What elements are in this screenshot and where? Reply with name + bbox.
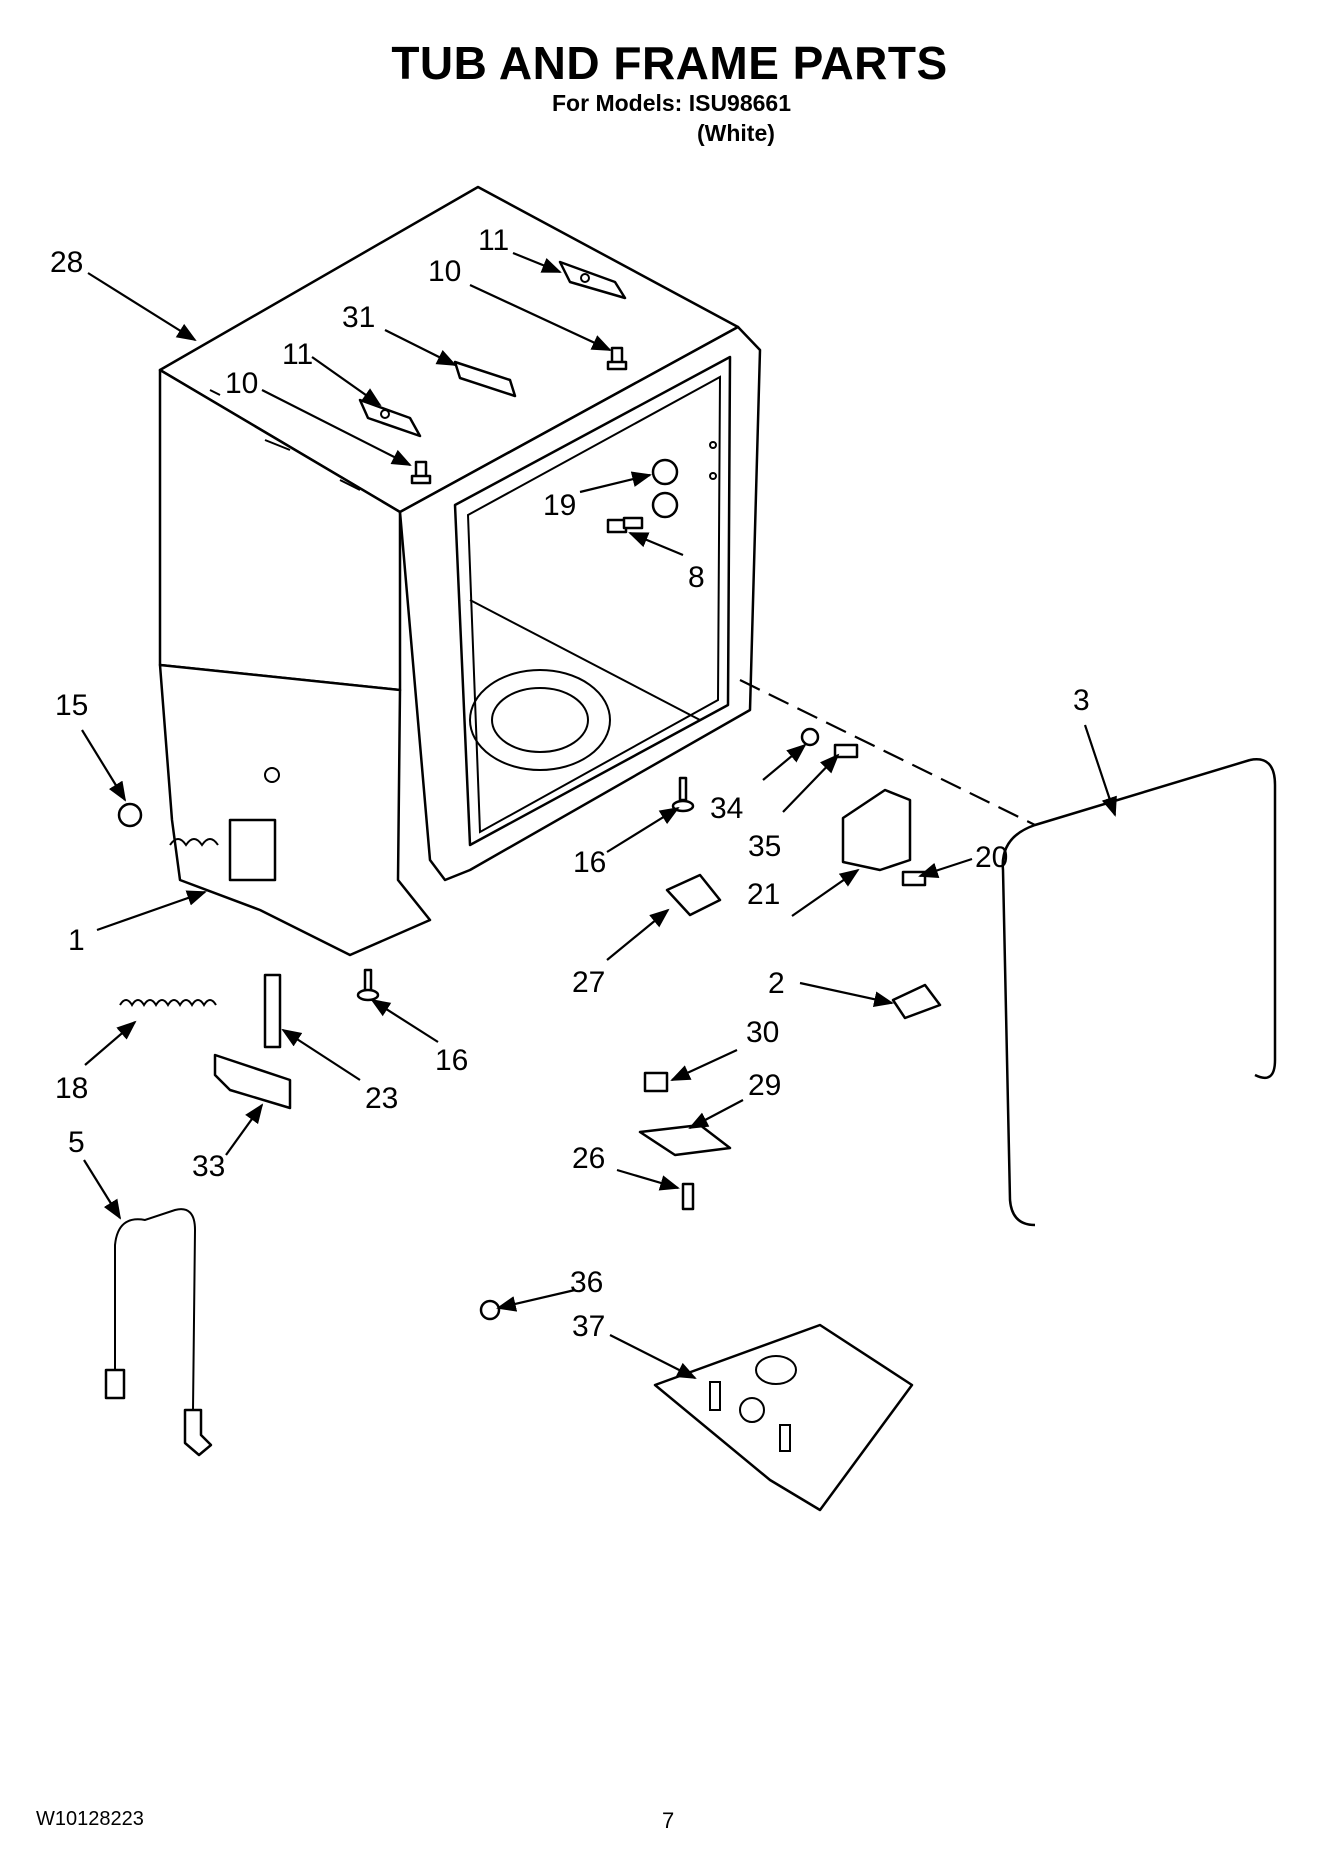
callout-numbers: 28 11 10 31 11 10 19 8 15 3 34 16 35 20 … xyxy=(50,224,1090,1343)
part-37-bag-clamp-2 xyxy=(739,1397,765,1423)
part-29-bracket xyxy=(638,1123,732,1157)
part-19-rollers xyxy=(651,441,717,519)
color-variant: (White) xyxy=(697,120,775,146)
part-8-screw xyxy=(606,516,644,534)
part-16-foot-rear xyxy=(671,776,695,813)
tub-door-gasket-edge xyxy=(466,375,722,834)
part-35-screw xyxy=(833,743,859,759)
callout-18: 18 xyxy=(55,1072,88,1105)
part-2-clip xyxy=(891,983,942,1020)
part-31-plate xyxy=(453,360,517,398)
callout-31: 31 xyxy=(342,301,375,334)
leader-lines xyxy=(81,251,1117,1379)
part-34-star-washer xyxy=(800,727,820,747)
callout-2: 2 xyxy=(768,967,785,1000)
part-27-clip xyxy=(665,873,722,917)
callout-20: 20 xyxy=(975,841,1008,874)
callout-33: 33 xyxy=(192,1150,225,1183)
tub-base-hole xyxy=(264,767,280,783)
lower-spray-arm xyxy=(469,669,611,771)
callout-26: 26 xyxy=(572,1142,605,1175)
document-number: W10128223 xyxy=(36,1808,144,1830)
part-5-hose xyxy=(114,1208,197,1411)
callout-36: 36 xyxy=(570,1266,603,1299)
callout-30: 30 xyxy=(746,1016,779,1049)
part-5-hose-end-left xyxy=(104,1368,126,1400)
callout-19: 19 xyxy=(543,489,576,522)
part-20-screw xyxy=(901,870,927,887)
models-line: For Models: ISU98661 xyxy=(552,90,792,116)
callout-27: 27 xyxy=(572,966,605,999)
tub-seam-1 xyxy=(209,389,221,396)
page-title: TUB AND FRAME PARTS xyxy=(391,37,948,89)
tub-base xyxy=(158,663,432,957)
part-3-door-gasket xyxy=(1001,758,1277,1227)
part-10-screw-rear xyxy=(606,346,628,371)
tub-base-tabs xyxy=(169,838,219,847)
callout-28: 28 xyxy=(50,246,83,279)
part-37-bag-clamp xyxy=(755,1355,797,1385)
part-26-screw xyxy=(681,1182,695,1211)
part-36-clamp xyxy=(479,1299,501,1321)
callout-15: 15 xyxy=(55,689,88,722)
part-11-hinge-bracket-rear xyxy=(558,260,627,300)
tub-assembly xyxy=(158,185,1036,957)
part-10-screw-front xyxy=(410,460,432,485)
part-16-foot-front xyxy=(356,968,380,1002)
part-15-plug xyxy=(117,802,143,828)
callout-10-front: 10 xyxy=(225,367,258,400)
page-number: 7 xyxy=(662,1808,675,1833)
part-37-bag-screw-2 xyxy=(779,1424,791,1452)
callout-29: 29 xyxy=(748,1069,781,1102)
callout-5: 5 xyxy=(68,1126,85,1159)
part-23-strip xyxy=(263,973,282,1049)
callout-35: 35 xyxy=(748,830,781,863)
callout-16-front: 16 xyxy=(435,1044,468,1077)
callout-16-rear: 16 xyxy=(573,846,606,879)
part-21-bracket xyxy=(841,788,912,872)
tub-seam-3 xyxy=(339,479,361,491)
part-11-hinge-bracket-front xyxy=(358,398,422,438)
tub-base-vent xyxy=(228,818,277,882)
assembly-guide-line xyxy=(739,679,1036,826)
tub-floor-line xyxy=(469,599,701,721)
callout-37: 37 xyxy=(572,1310,605,1343)
part-30-thermostat xyxy=(643,1071,669,1093)
callout-21: 21 xyxy=(747,878,780,911)
callout-11-front: 11 xyxy=(282,338,313,371)
callout-8: 8 xyxy=(688,561,705,594)
callout-1: 1 xyxy=(68,924,85,957)
lower-spray-arm-inner xyxy=(491,687,589,753)
part-33-pad xyxy=(213,1053,292,1110)
part-18-spring xyxy=(119,999,217,1007)
callout-23: 23 xyxy=(365,1082,398,1115)
part-37-parts-bag xyxy=(653,1323,914,1512)
part-37-bag-screw-1 xyxy=(709,1381,721,1411)
part-5-hose-end-right xyxy=(183,1408,213,1457)
callout-10-rear: 10 xyxy=(428,255,461,288)
callout-11-rear: 11 xyxy=(478,224,509,257)
callout-3: 3 xyxy=(1073,684,1090,717)
tub-seam-2 xyxy=(264,439,291,451)
callout-34: 34 xyxy=(710,792,743,825)
